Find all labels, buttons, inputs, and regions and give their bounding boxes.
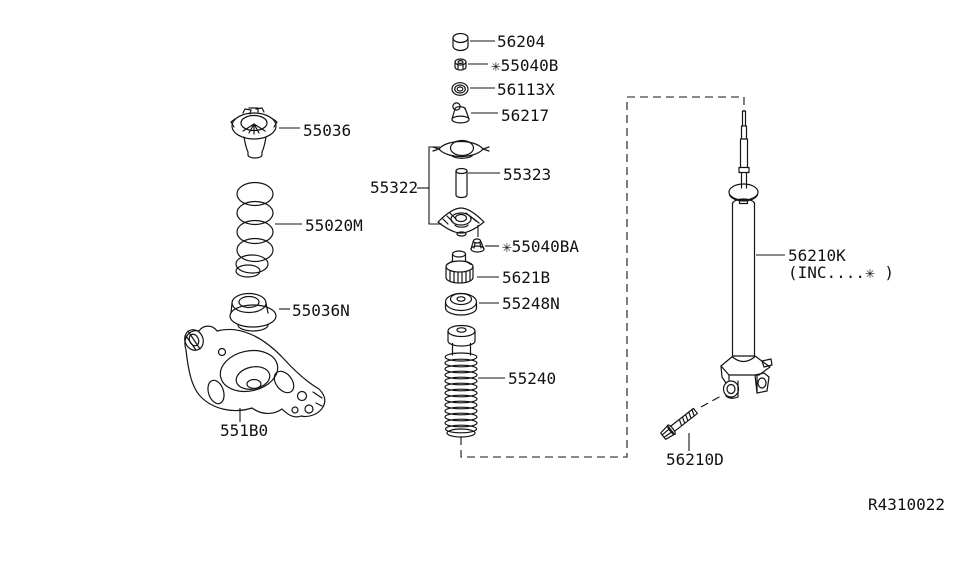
shock-absorber-drawing-56210K [720, 110, 773, 399]
part-label-55040BA: ✳55040BA [502, 237, 579, 256]
part-label-56204: 56204 [497, 32, 545, 51]
insulator-plate-drawing [432, 139, 490, 159]
part-label-551B0: 551B0 [220, 421, 268, 440]
dust-cap-drawing [452, 32, 469, 52]
part-label-56217: 56217 [501, 106, 549, 125]
part-label-55020M: 55020M [305, 216, 363, 235]
part-label-5621B: 5621B [502, 268, 550, 287]
part-label-56210K-note: (INC....✳ ) [788, 263, 894, 282]
bound-bumper-drawing-5621B [445, 250, 474, 284]
bumper-cap-drawing-55248N [444, 292, 478, 316]
part-label-56210D: 56210D [666, 450, 724, 469]
coil-spring-drawing-55020M [235, 181, 274, 278]
control-arm-drawing-551B0 [184, 325, 326, 418]
nut-drawing-55040B [454, 58, 467, 71]
bushing-drawing-56217 [451, 102, 470, 124]
grommet-drawing-56113X [451, 82, 469, 96]
part-label-55322: 55322 [370, 178, 418, 197]
part-label-55248N: 55248N [502, 294, 560, 313]
spring-seat-drawing-55036N [229, 292, 277, 332]
part-label-55323: 55323 [503, 165, 551, 184]
pin-drawing-55323 [455, 167, 468, 199]
bolt-drawing-56210D [660, 407, 698, 440]
part-label-55240: 55240 [508, 369, 556, 388]
bolt-axis-dashed-line [700, 395, 722, 408]
part-label-55040B: ✳55040B [491, 56, 558, 75]
assembly-dashed-connector [460, 96, 745, 458]
part-label-55036N: 55036N [292, 301, 350, 320]
bracket-line-55322 [428, 146, 442, 225]
part-label-56210K: 56210K [788, 246, 846, 265]
insulator-mount-drawing [437, 207, 485, 237]
dust-boot-drawing-55240 [444, 324, 478, 438]
part-label-56113X: 56113X [497, 80, 555, 99]
drawing-number: R4310022 [868, 495, 945, 514]
strut-mount-drawing-55036 [230, 107, 278, 159]
nut-drawing-55040BA [470, 238, 485, 253]
part-label-55036: 55036 [303, 121, 351, 140]
